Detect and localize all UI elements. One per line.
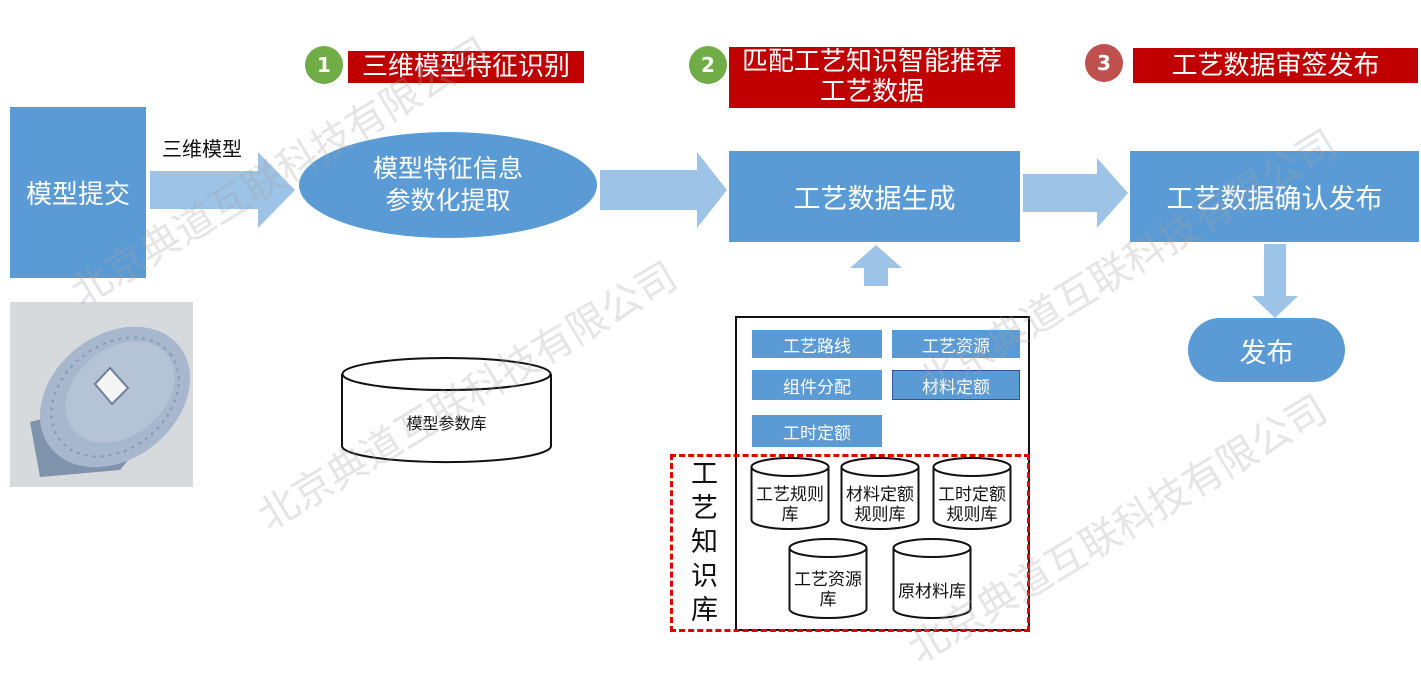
db-process-rules-label: 工艺规则库 (756, 485, 824, 525)
knowledge-dashed-frame (670, 454, 1030, 632)
arrow-submit-to-extract (150, 152, 295, 228)
db-raw-material-label: 原材料库 (898, 582, 966, 602)
part-model-image (10, 302, 193, 487)
step-1-badge: 1 (305, 46, 343, 84)
arrow-confirm-down (1252, 244, 1298, 318)
step-2-label: 匹配工艺知识智能推荐工艺数据 (729, 47, 1015, 108)
arrow-extract-to-generate (600, 152, 727, 228)
step-2-badge: 2 (689, 46, 727, 84)
db-process-resource: 工艺资源库 (788, 538, 868, 620)
db-material-quota-rules-label: 材料定额规则库 (846, 485, 914, 525)
model-param-db: 模型参数库 (340, 356, 553, 464)
db-raw-material: 原材料库 (892, 538, 972, 620)
process-data-confirm-box: 工艺数据确认发布 (1130, 151, 1419, 242)
btn-process-route: 工艺路线 (752, 330, 882, 358)
arrow-knowledge-up (850, 245, 902, 286)
three-d-model-arrow-label: 三维模型 (162, 137, 242, 161)
step-1-label: 三维模型特征识别 (348, 51, 584, 83)
btn-component-allocation: 组件分配 (752, 370, 882, 400)
step-3-badge: 3 (1085, 44, 1123, 82)
btn-material-quota: 材料定额 (892, 370, 1020, 400)
knowledge-base-title: 工艺知识库 (691, 459, 718, 626)
arrow-generate-to-confirm (1023, 158, 1128, 228)
btn-man-hour-quota: 工时定额 (752, 415, 882, 447)
publish-pill: 发布 (1188, 318, 1345, 382)
step-3-label: 工艺数据审签发布 (1133, 48, 1418, 83)
process-data-generate-box: 工艺数据生成 (729, 151, 1020, 242)
db-man-hour-rules: 工时定额规则库 (932, 457, 1012, 531)
db-process-resource-label: 工艺资源库 (794, 570, 862, 610)
feature-extract-ellipse: 模型特征信息参数化提取 (299, 132, 597, 238)
model-submit-box: 模型提交 (10, 107, 146, 278)
db-process-rules: 工艺规则库 (750, 457, 830, 531)
db-material-quota-rules: 材料定额规则库 (840, 457, 920, 531)
model-param-db-label: 模型参数库 (406, 414, 487, 433)
btn-process-resource: 工艺资源 (892, 330, 1020, 358)
db-man-hour-rules-label: 工时定额规则库 (938, 485, 1006, 525)
